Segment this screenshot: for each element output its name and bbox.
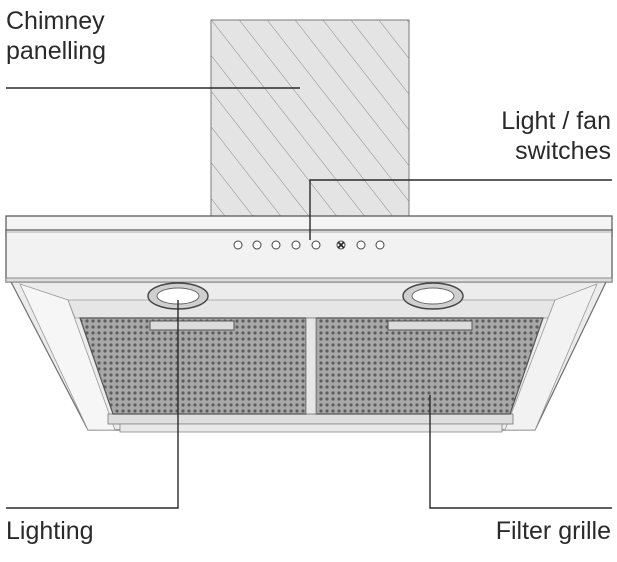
filter-label: Filter grille (495, 517, 611, 545)
switches-leader-line (309, 179, 612, 240)
switches-label: Light / fan switches (501, 106, 611, 166)
switches-label-line1: Light / fan (501, 107, 611, 135)
chimney-label: Chimney panelling (6, 6, 106, 66)
chimney-label-line2: panelling (6, 37, 107, 65)
switches-label-line2: switches (515, 137, 611, 165)
control-panel (233, 240, 385, 250)
filter-leader-line (429, 395, 612, 509)
filter-grille (79, 317, 544, 415)
light-fixture (147, 282, 464, 310)
leader-lines (6, 87, 612, 509)
lighting-label: Lighting (6, 517, 94, 545)
lighting-leader-line (6, 300, 179, 509)
chimney-label-line1: Chimney (6, 7, 105, 35)
